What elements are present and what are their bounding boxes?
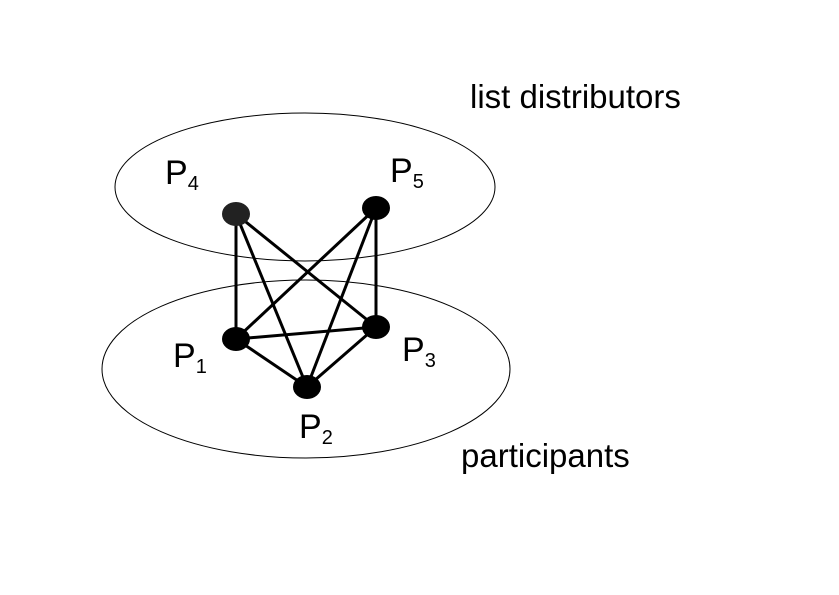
- edge-p5-p2: [305, 207, 378, 388]
- node-p3: [362, 315, 390, 339]
- node-label-p3: P3: [402, 331, 436, 372]
- participants-ellipse: [101, 279, 511, 459]
- node-p4: [222, 202, 250, 226]
- edge-p1-p2: [235, 337, 308, 389]
- node-label-p2: P2: [299, 408, 333, 449]
- node-label-p5: P5: [390, 152, 424, 193]
- node-label-p4: P4: [165, 154, 199, 195]
- nodes-layer: [222, 196, 390, 399]
- distributors-ellipse: [114, 112, 496, 262]
- edge-p5-p1: [234, 206, 378, 341]
- distributors-label: list distributors: [470, 78, 681, 115]
- node-p2: [293, 375, 321, 399]
- node-p1: [222, 327, 250, 351]
- edges-layer: [234, 206, 378, 389]
- edge-p1-p3: [235, 325, 377, 341]
- node-label-p1: P1: [173, 337, 207, 378]
- edge-p4-p2: [234, 213, 309, 388]
- edge-p4-p3: [235, 212, 377, 329]
- node-p5: [362, 196, 390, 220]
- participants-label: participants: [461, 437, 630, 474]
- edge-p2-p3: [306, 325, 377, 389]
